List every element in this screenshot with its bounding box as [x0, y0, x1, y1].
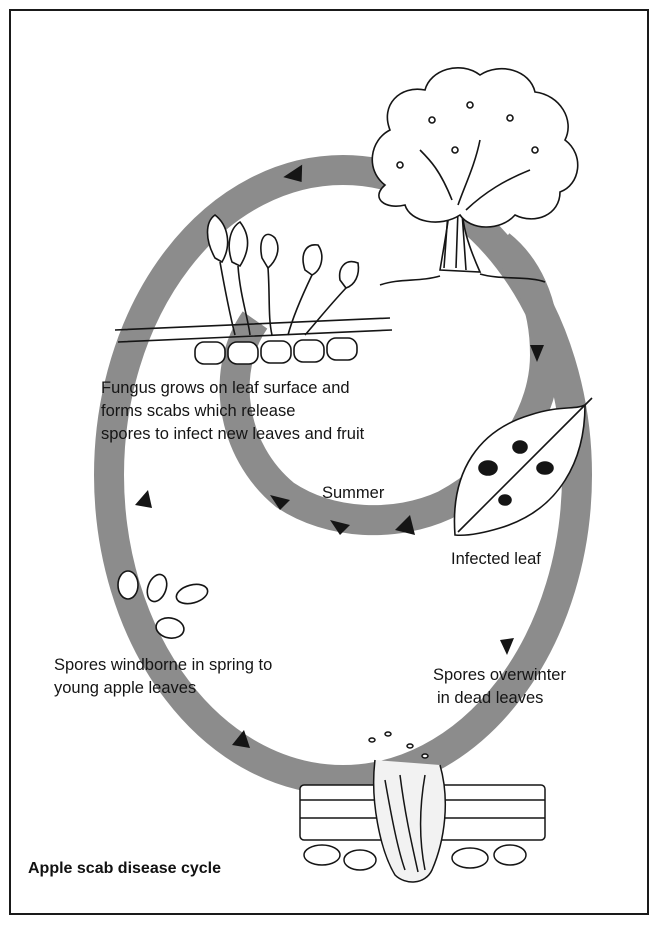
windborne-caption-line-1: Spores windborne in spring to [54, 654, 272, 677]
diagram-title: Apple scab disease cycle [28, 860, 221, 878]
overwinter-caption-line-2: in dead leaves [433, 687, 566, 710]
infected-leaf-label: Infected leaf [451, 548, 541, 571]
dead-leaf-cross-section-icon [300, 732, 545, 882]
summer-label: Summer [322, 482, 384, 505]
arrow-icon [500, 638, 514, 655]
apple-tree-icon [372, 68, 577, 285]
windborne-caption: Spores windborne in spring to young appl… [54, 654, 272, 700]
fungus-caption-line-3: spores to infect new leaves and fruit [101, 423, 364, 446]
arrow-icon [135, 490, 152, 508]
overwinter-caption: Spores overwinter in dead leaves [433, 664, 566, 710]
overwinter-caption-line-1: Spores overwinter [433, 664, 566, 687]
fungus-growth-caption: Fungus grows on leaf surface and forms s… [101, 377, 364, 446]
windborne-caption-line-2: young apple leaves [54, 677, 272, 700]
fungus-caption-line-1: Fungus grows on leaf surface and [101, 377, 364, 400]
fungus-caption-line-2: forms scabs which release [101, 400, 364, 423]
